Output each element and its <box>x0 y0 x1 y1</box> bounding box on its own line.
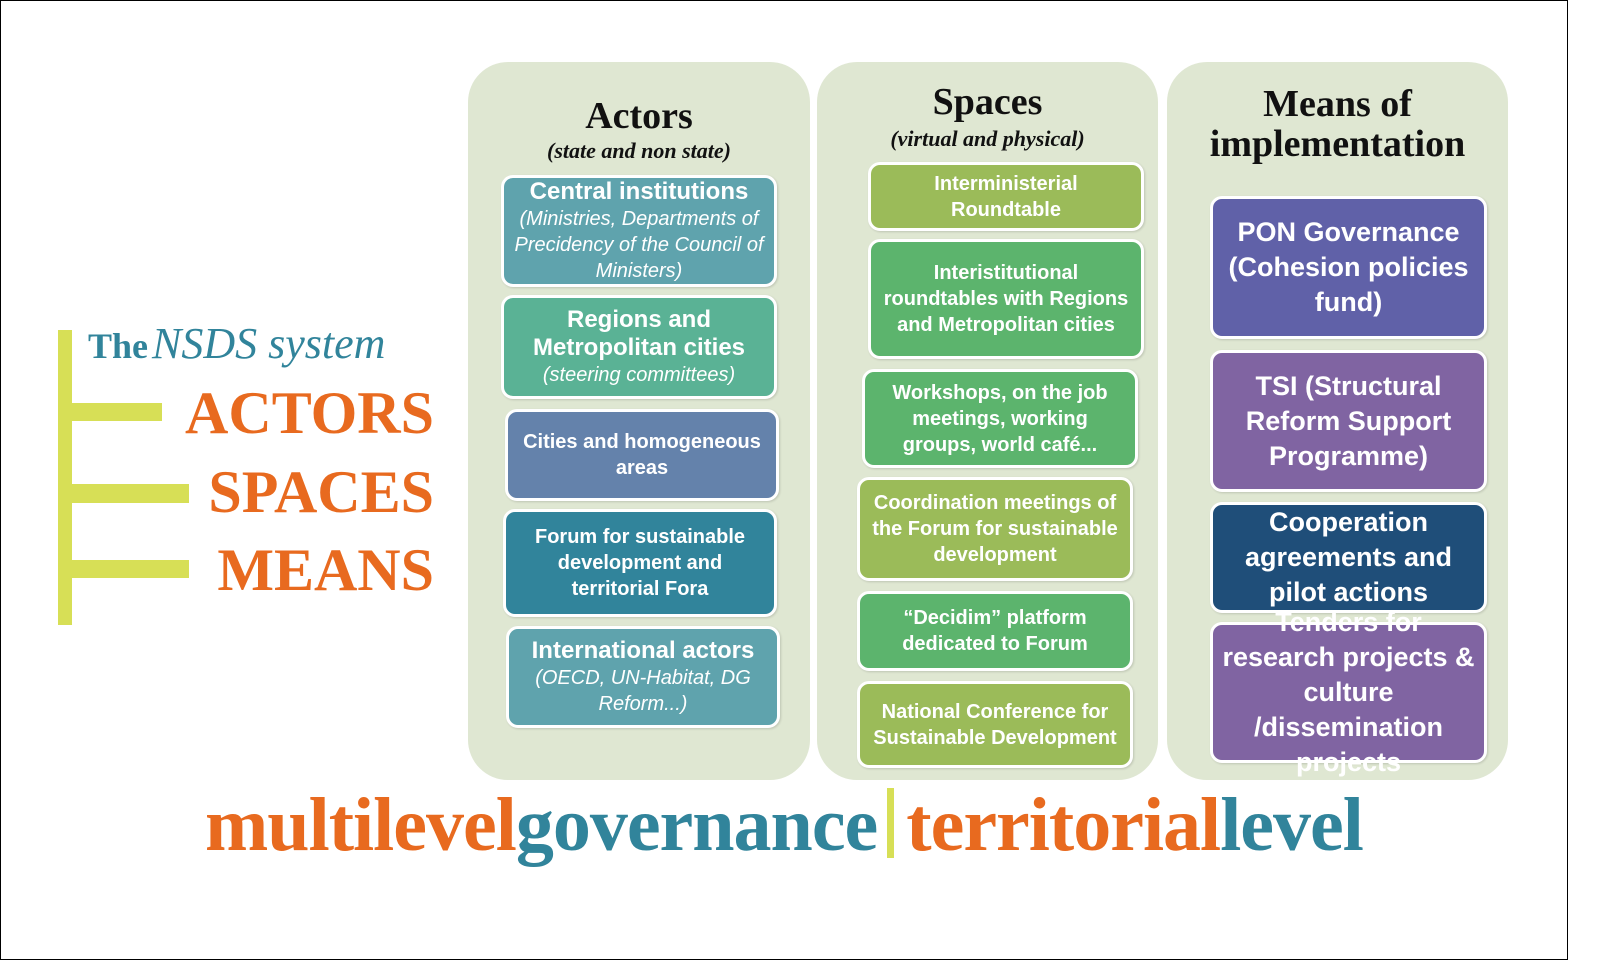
box-main-text: TSI (Structural Reform Support Programme… <box>1245 370 1452 471</box>
box-main-text: Central institutions <box>529 178 749 205</box>
means-title: Means of implementation <box>1209 83 1466 165</box>
means-box-2: TSI (Structural Reform Support Programme… <box>1210 350 1487 492</box>
box-main-text: Interministerial Roundtable <box>934 172 1078 221</box>
footer-separator <box>887 788 895 858</box>
box-sub-text: (Ministries, Departments of Precidency o… <box>514 208 764 282</box>
label-spaces: SPACES <box>208 459 434 525</box>
means-box-4: Tenders for research projects & culture … <box>1210 607 1487 777</box>
spaces-title: Spaces <box>932 81 1043 123</box>
nsds-title: The NSDS system <box>88 318 385 369</box>
box-main-text: Interistitutional roundtables with Regio… <box>883 262 1129 336</box>
footer-governance: governance <box>515 783 878 867</box>
means-box-1: PON Governance (Cohesion policies fund) <box>1210 196 1487 339</box>
frame <box>0 0 1568 960</box>
actors-box-5: International actors (OECD, UN-Habitat, D… <box>506 626 780 728</box>
spaces-box-3: Workshops, on the job meetings, working … <box>862 369 1138 468</box>
box-main-text: “Decidim” platform dedicated to Forum <box>902 607 1088 655</box>
spaces-subtitle: (virtual and physical) <box>890 126 1085 151</box>
box-main-text: Cooperation agreements and pilot actions <box>1244 507 1453 607</box>
label-means: MEANS <box>217 537 434 603</box>
spaces-box-4: Coordination meetings of the Forum for s… <box>857 477 1133 581</box>
box-sub-text: (steering committees) <box>542 364 736 386</box>
box-main-text: Coordination meetings of the Forum for s… <box>872 492 1118 566</box>
box-main-text: International actors <box>531 637 755 664</box>
box-main-text: Forum for sustainable development and te… <box>534 526 746 600</box>
footer-territorial: territorial <box>906 783 1221 867</box>
actors-box-4: Forum for sustainable development and te… <box>503 509 777 617</box>
footer-multilevel: multilevel <box>205 783 517 867</box>
box-main-text: Workshops, on the job meetings, working … <box>892 381 1108 456</box>
actors-box-1: Central institutions (Ministries, Departm… <box>501 175 777 287</box>
nsds-system: NSDS system <box>152 319 386 368</box>
the-word: The <box>88 326 149 366</box>
box-main-text: Regions and Metropolitan cities <box>532 306 746 361</box>
footer-level: level <box>1220 783 1364 867</box>
actors-title: Actors <box>585 95 693 137</box>
footer-tagline: multilevelgovernance territoriallevel <box>205 780 1364 870</box>
box-main-text: Cities and homogeneous areas <box>523 431 761 479</box>
means-box-3: Cooperation agreements and pilot actions <box>1210 502 1487 613</box>
box-main-text: PON Governance (Cohesion policies fund) <box>1228 217 1469 317</box>
box-sub-text: (OECD, UN-Habitat, DG Reform...) <box>535 667 751 715</box>
box-main-text: Tenders for research projects & culture … <box>1222 607 1475 777</box>
actors-subtitle: (state and non state) <box>547 138 731 163</box>
spaces-box-2: Interistitutional roundtables with Regio… <box>868 239 1144 359</box>
label-actors: ACTORS <box>185 380 434 446</box>
spaces-box-6: National Conference for Sustainable Deve… <box>857 681 1133 768</box>
actors-box-2: Regions and Metropolitan cities (steering… <box>501 295 777 399</box>
spaces-box-5: “Decidim” platform dedicated to Forum <box>857 591 1133 671</box>
box-main-text: National Conference for Sustainable Deve… <box>873 700 1117 749</box>
spaces-box-1: Interministerial Roundtable <box>868 162 1144 231</box>
actors-box-3: Cities and homogeneous areas <box>505 409 779 501</box>
